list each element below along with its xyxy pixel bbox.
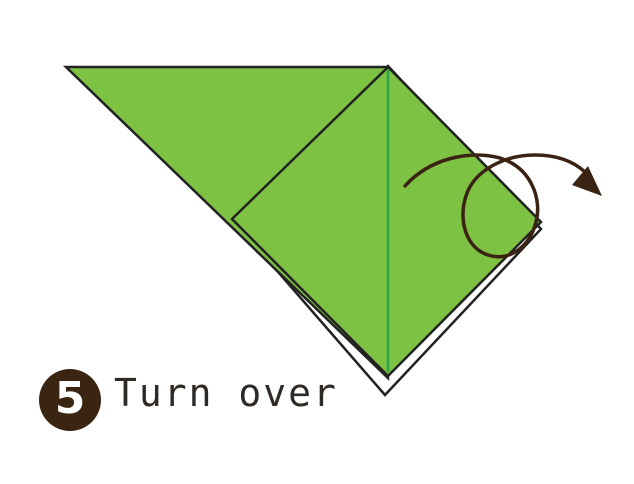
step-instruction: Turn over [114, 371, 338, 415]
paper-folded-square [230, 65, 543, 378]
step-number: 5 [54, 373, 86, 424]
step-number-badge: 5 [39, 369, 101, 431]
turn-over-arrow-icon [403, 153, 602, 259]
turn-over-arrowhead [572, 166, 602, 196]
turn-over-arrow-path [403, 153, 587, 259]
